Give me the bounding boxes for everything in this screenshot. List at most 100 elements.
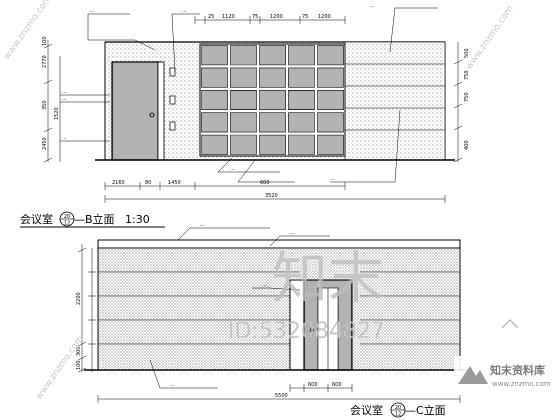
woven-tile [288,67,315,88]
tag-c-sheet: 12 [395,412,401,418]
callout-b-4: ... [62,89,67,95]
dim-b-right-2: 750 [464,92,470,102]
wall-fixtures [169,67,176,131]
woven-tile [317,67,344,88]
woven-tile [317,112,344,133]
dim-b-left-4: 100 [42,36,48,46]
callout-b-3: ... [370,3,375,9]
door-b [111,61,165,161]
dimension-texts-c: 2200 300 100 600 600 5500 [76,292,342,399]
title-b-name: 会议室 [20,212,53,226]
callout-b-8: ... [330,176,335,182]
woven-tile [317,134,344,155]
cladding-lines-c [98,271,460,345]
dimension-texts-b: 25 1120 75 1200 75 1200 2160 80 1450 600… [42,14,470,199]
callout-b-2: ... [182,8,187,14]
dimension-lines-b [43,16,463,203]
woven-tile [201,112,228,133]
woven-tile [201,67,228,88]
woven-tile [230,90,257,111]
brand-name: 知末资料库 [489,363,545,377]
dim-b-right-1: 750 [464,70,470,80]
dim-b-left-0: 2770 [42,55,48,68]
woven-tile [288,134,315,155]
dim-b-bot-3: 600 [260,180,270,186]
dim-b-top-1: 1120 [222,14,235,20]
callout-leaders-b [60,7,438,183]
woven-tile [259,67,286,88]
watermark-logo-big: 知末 [272,247,384,312]
watermark-id: ID:532084827 [228,319,385,344]
callout-b-6: ... [62,135,67,141]
dim-c-total: 5500 [275,393,288,399]
tag-b-num: 20 [64,214,70,220]
title-b-view: —B立面 [74,212,115,226]
callout-b-1: ... [90,8,95,14]
dim-b-top-5: 1200 [318,14,331,20]
brand-badge: 知末资料库 www.znzmo.com [454,356,558,390]
brand-logo-icon [458,366,488,384]
dimension-lines-c [77,244,461,403]
drawing-title-c: 会议室 20 12 —C立面 [350,402,446,418]
woven-tile [201,134,228,155]
woven-tile [201,45,228,66]
dim-b-bot-1: 80 [145,180,151,186]
callout-c-4: ... [170,382,175,388]
dim-b-bot-2: 1450 [168,180,181,186]
title-b-scale: 1:30 [125,213,150,226]
woven-tile [288,112,315,133]
woven-tile [259,134,286,155]
elevation-c: ... ... ... ... 2200 300 100 600 600 550… [76,222,470,418]
dim-c-bot-1: 600 [332,382,342,388]
dim-b-left-3: 1520 [54,107,60,120]
dim-b-top-3: 1200 [270,14,283,20]
dim-b-left-2: 2450 [42,137,48,150]
woven-tile [288,45,315,66]
dim-b-total: 3520 [265,193,278,199]
woven-feature-panel [199,43,346,157]
woven-tile [201,90,228,111]
woven-tile [230,67,257,88]
callout-c-3: ... [262,282,267,288]
woven-tile [230,45,257,66]
wall-c-outline [97,247,461,371]
tag-c-num: 20 [395,405,401,411]
callout-c-2: ... [290,230,295,236]
dim-b-right-3: 400 [464,140,470,150]
woven-tile [317,45,344,66]
tag-b-sheet: 12 [64,221,70,227]
dim-b-top-4: 75 [302,14,308,20]
callout-texts-b: ... ... ... ... ... ... ... ... [62,3,375,182]
woven-tile [259,90,286,111]
callout-texts-c: ... ... ... ... [170,222,295,388]
drawing-title-b: 会议室 20 12 —B立面 1:30 [20,211,165,228]
watermark-diagonal-2: www.znzmo.com [464,4,515,72]
title-c-name: 会议室 [350,403,383,417]
dim-b-left-1: 350 [42,100,48,110]
woven-tile [259,112,286,133]
woven-tile [259,45,286,66]
elevation-b: ... ... ... ... ... ... ... ... 25 1120 … [20,3,470,228]
dim-c-left-1: 300 [76,346,82,356]
woven-tile [230,134,257,155]
dim-b-right-0: 500 [464,48,470,58]
door-c [289,279,353,371]
right-wall-panel [344,41,446,161]
woven-tile [288,90,315,111]
title-c-view: —C立面 [405,403,446,417]
callout-b-7: ... [230,166,235,172]
woven-tile [317,90,344,111]
dim-b-bot-0: 2160 [112,180,125,186]
dim-c-left-2: 100 [76,360,82,370]
brand-url: www.znzmo.com [492,380,551,388]
callout-leaders-c [149,227,330,389]
callout-c-1: ... [200,222,205,228]
callout-b-5: ... [62,96,67,102]
dim-c-bot-0: 600 [308,382,318,388]
woven-tile [230,112,257,133]
arrow-up-icon [501,318,519,329]
watermark-diagonal-1: www.znzmo.com [2,0,53,62]
dim-b-top-0: 25 [208,14,214,20]
dim-c-left-0: 2200 [76,292,82,305]
